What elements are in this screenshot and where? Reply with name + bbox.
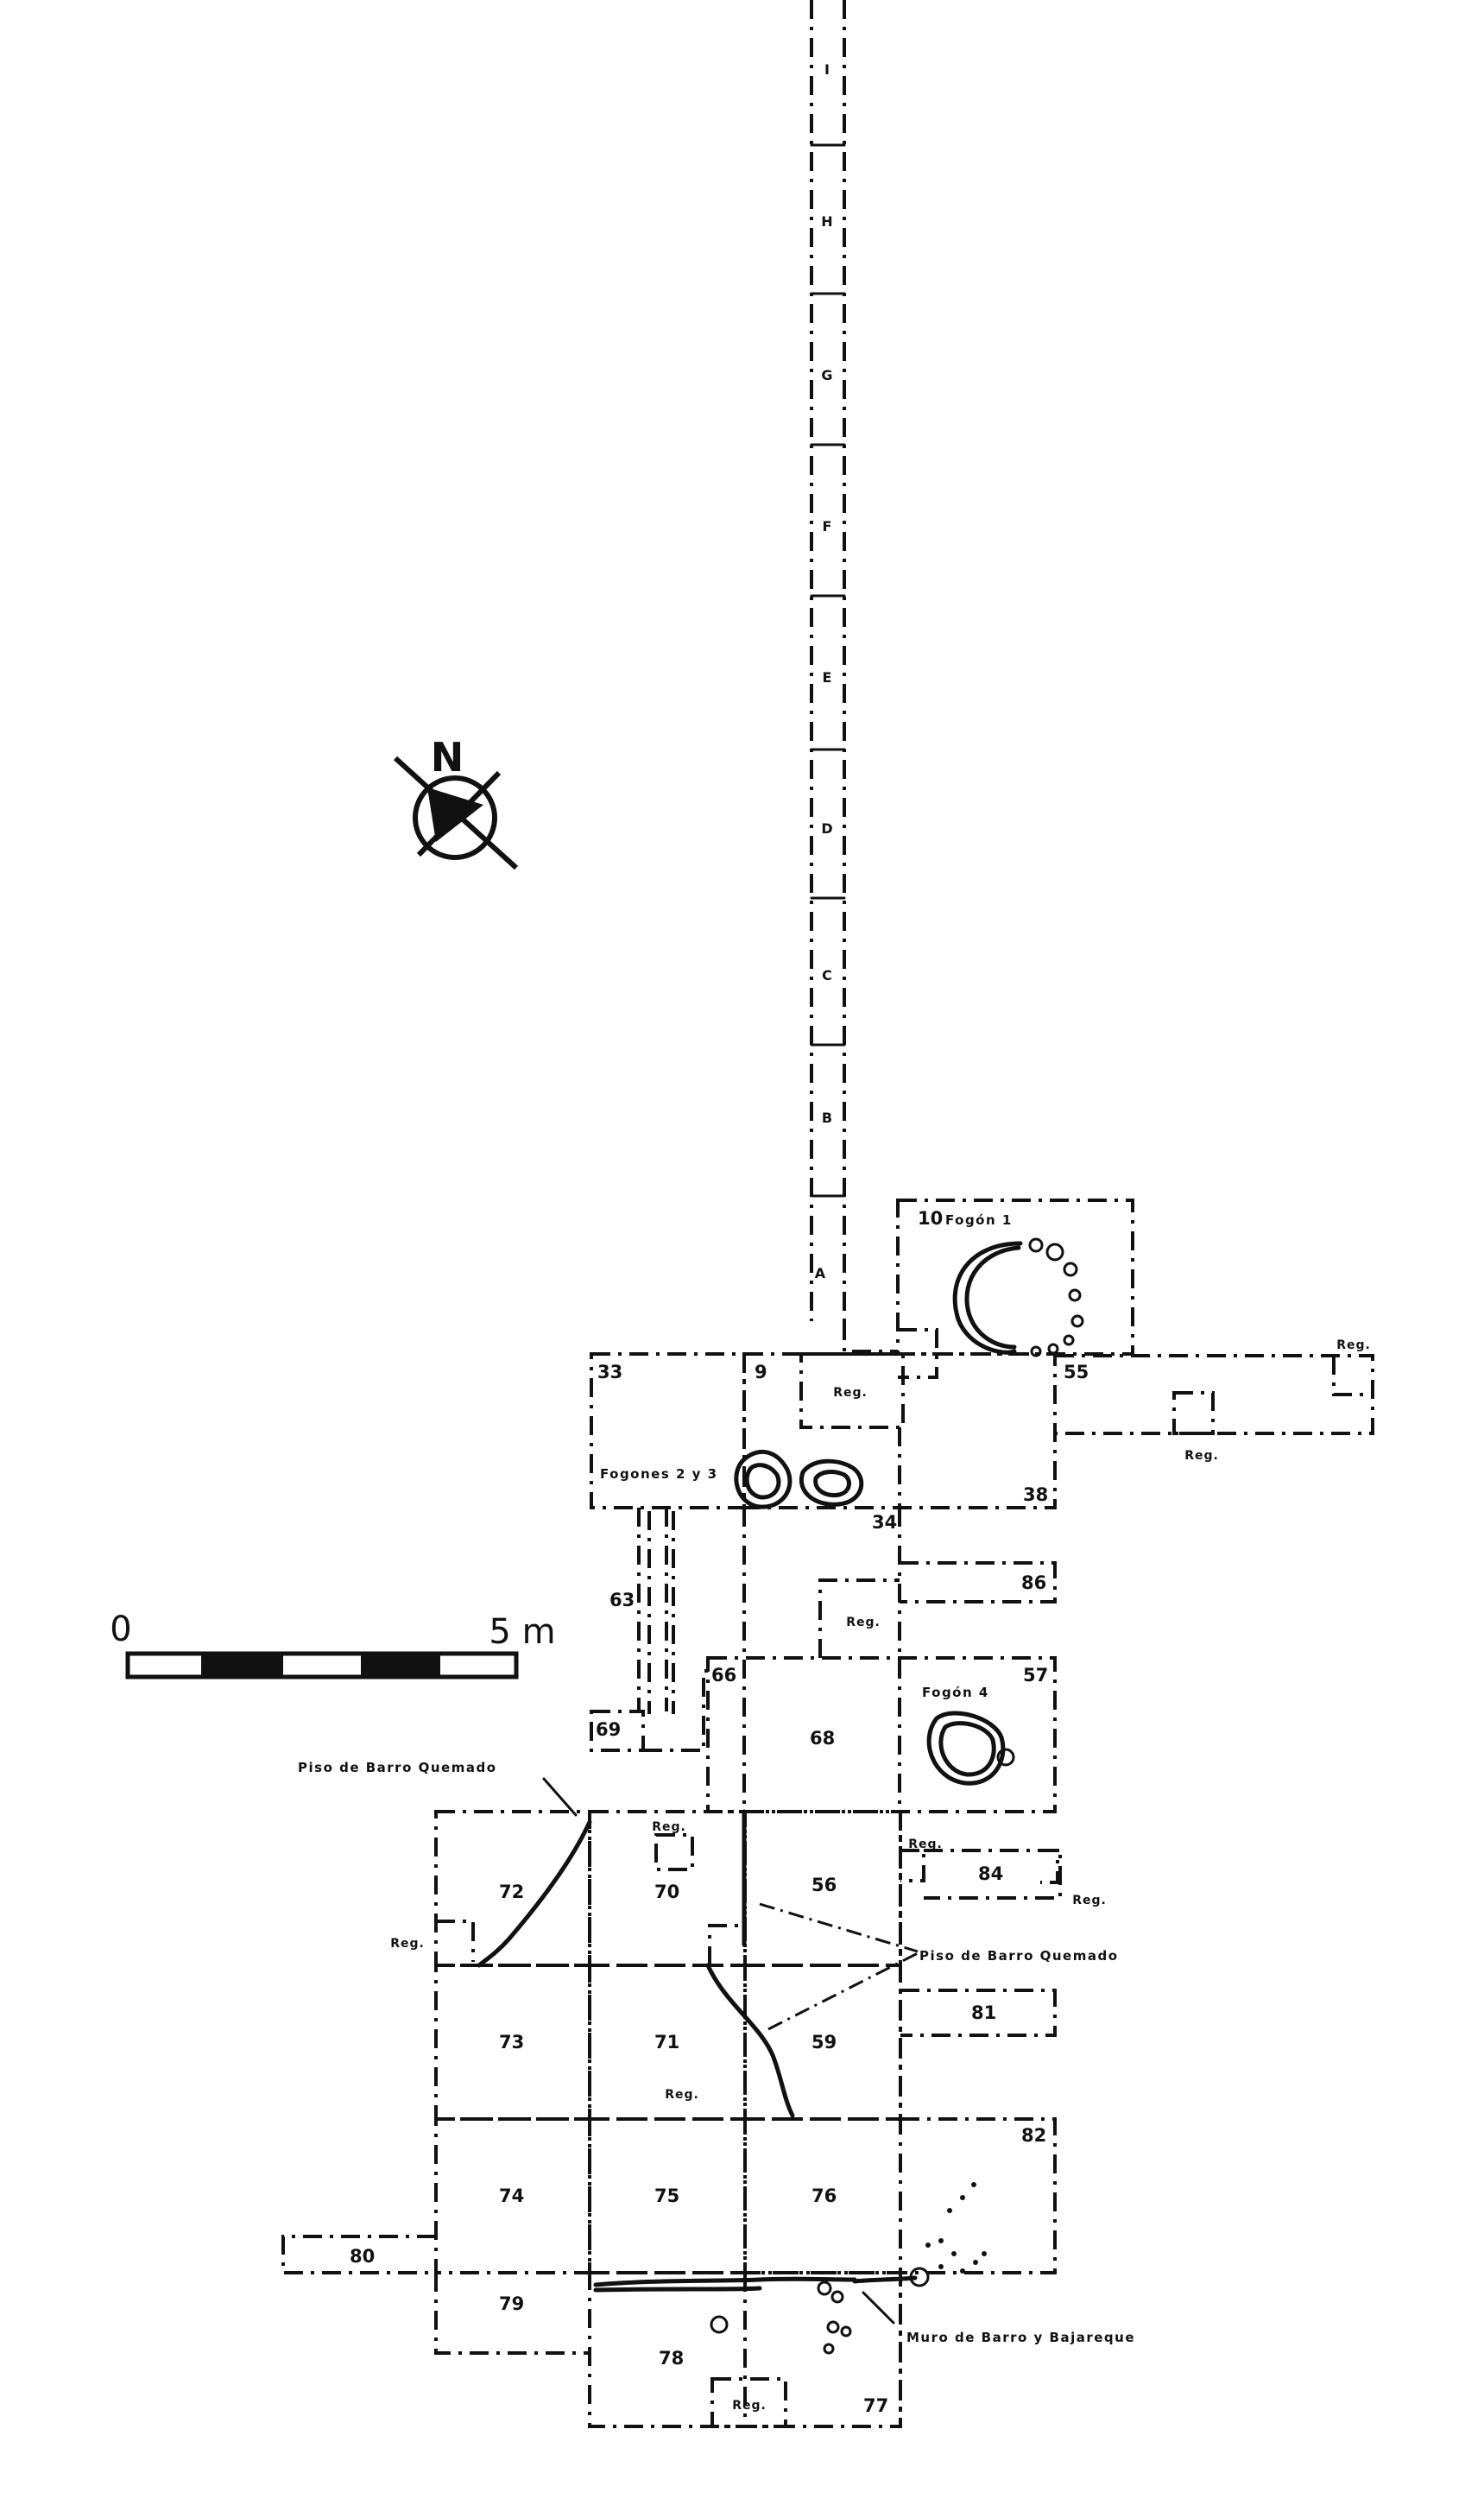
unit-label-73: 73: [499, 2032, 524, 2053]
unit-label-82: 82: [1021, 2125, 1046, 2146]
feature-labels: Fogón 1 Fogones 2 y 3 Fogón 4: [600, 1212, 1013, 1700]
reg-label: Reg.: [1072, 1894, 1107, 1907]
unit-labels: 10 33 9 55 38 34 86 63 66 57 68 69 72 70…: [350, 1208, 1089, 2416]
unit-label-38: 38: [1023, 1484, 1048, 1505]
annotation-notes: Piso de Barro Quemado Piso de Barro Quem…: [298, 1760, 1135, 2345]
reg-label: Reg.: [1336, 1338, 1371, 1352]
unit-label-81: 81: [971, 2002, 996, 2023]
unit-label-55: 55: [1064, 1362, 1089, 1382]
north-label: N: [431, 734, 464, 781]
unit-label-10: 10: [918, 1208, 943, 1229]
unit-label-74: 74: [499, 2186, 524, 2206]
unit-outlines: [281, 1199, 1374, 2428]
unit-label-77: 77: [863, 2395, 888, 2416]
unit-label-71: 71: [654, 2032, 679, 2053]
reg-label: Reg.: [1184, 1449, 1219, 1463]
label-fogon-4: Fogón 4: [922, 1685, 989, 1700]
unit-label-75: 75: [654, 2186, 679, 2206]
unit-label-33: 33: [597, 1362, 622, 1382]
wall-muro: [593, 2182, 987, 2355]
unit-label-63: 63: [609, 1590, 635, 1610]
reg-label: Reg.: [833, 1386, 868, 1400]
unit-label-86: 86: [1021, 1572, 1046, 1593]
unit-label-69: 69: [596, 1719, 621, 1740]
unit-label-76: 76: [811, 2186, 837, 2206]
unit-label-59: 59: [811, 2032, 837, 2053]
note-piso-right: Piso de Barro Quemado: [919, 1948, 1119, 1964]
unit-label-70: 70: [654, 1882, 679, 1902]
trench-label-b: B: [822, 1110, 832, 1126]
burnt-floor-lines: [477, 1777, 919, 2118]
reg-label: Reg.: [665, 2088, 699, 2102]
trench-label-e: E: [823, 669, 832, 686]
reg-label: Reg.: [390, 1937, 425, 1951]
unit-label-9: 9: [755, 1362, 767, 1382]
trench-label-a: A: [815, 1265, 826, 1281]
reg-labels: Reg. Reg. Reg. Reg. Reg. Reg. Reg. Reg. …: [390, 1338, 1371, 2413]
north-arrow: N: [393, 734, 519, 870]
hearth-fogon-1: [952, 1237, 1084, 1357]
hearth-fogones-2-3: [734, 1450, 864, 1509]
hearth-fogon-4: [926, 1711, 1015, 1786]
unit-label-66: 66: [711, 1665, 736, 1686]
trench-label-c: C: [822, 967, 832, 984]
reg-label: Reg.: [652, 1820, 686, 1834]
label-fogones-2-3: Fogones 2 y 3: [600, 1466, 718, 1482]
trench-label-i: I: [824, 61, 830, 78]
unit-label-34: 34: [872, 1512, 897, 1533]
unit-label-72: 72: [499, 1882, 524, 1902]
trench-column: I H G F E D C B A: [810, 0, 846, 1321]
unit-label-84: 84: [978, 1863, 1003, 1884]
trench-label-d: D: [821, 820, 832, 837]
scale-bar: 0 5 m: [110, 1610, 556, 1679]
unit-label-80: 80: [350, 2246, 375, 2267]
unit-label-79: 79: [499, 2293, 524, 2314]
note-muro: Muro de Barro y Bajareque: [906, 2330, 1135, 2345]
unit-label-57: 57: [1023, 1665, 1048, 1686]
unit-label-78: 78: [659, 2348, 684, 2369]
scale-start-label: 0: [110, 1610, 131, 1649]
reg-label: Reg.: [846, 1616, 881, 1629]
scale-end-label: 5 m: [489, 1612, 555, 1652]
trench-label-f: F: [823, 518, 832, 535]
trench-label-h: H: [821, 213, 832, 230]
compass-circle: [413, 775, 497, 860]
reg-label: Reg.: [732, 2399, 767, 2413]
trench-label-g: G: [821, 367, 832, 383]
label-fogon-1: Fogón 1: [945, 1212, 1013, 1228]
unit-label-68: 68: [810, 1728, 835, 1749]
unit-label-56: 56: [811, 1875, 837, 1895]
note-piso-left: Piso de Barro Quemado: [298, 1760, 497, 1775]
reg-label: Reg.: [908, 1838, 943, 1851]
